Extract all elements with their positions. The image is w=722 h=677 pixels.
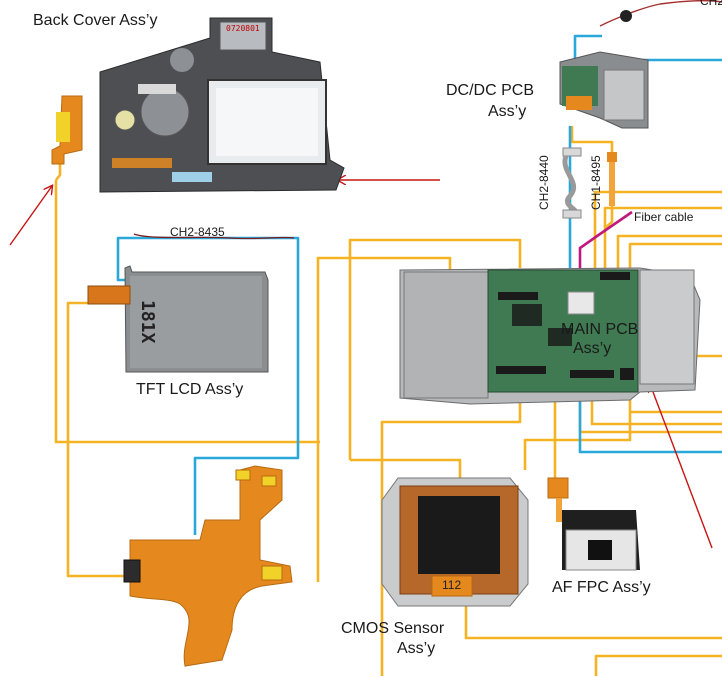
cover-tag: 0720801 — [226, 24, 260, 33]
ch2-8440-cable — [562, 147, 582, 219]
main-pcb-label-line1: MAIN PCB — [561, 321, 639, 338]
gold-wire — [54, 180, 320, 444]
tft-lcd-label: TFT LCD Ass’y — [136, 381, 244, 398]
arrow-left — [9, 186, 52, 246]
tft-lcd-photo — [87, 233, 295, 373]
red-arrows — [9, 180, 713, 549]
cmos-label-line2: Ass’y — [397, 640, 436, 657]
arrow-main — [650, 384, 713, 549]
gold-wire — [628, 242, 722, 272]
gold-wire — [594, 654, 722, 676]
gold-wire — [616, 234, 722, 272]
cut-top-label: CH2 — [700, 0, 722, 8]
gold-wire — [603, 206, 722, 272]
main-pcb-photo — [399, 267, 701, 405]
lcd-marking: 181X — [137, 300, 158, 344]
ch2-8435-label: CH2-8435 — [170, 225, 225, 239]
gold-wire — [348, 238, 522, 460]
cmos-sensor-photo — [381, 477, 529, 607]
flex-cable-photo — [123, 465, 293, 667]
gold-wire — [66, 301, 130, 578]
gold-wire — [523, 380, 632, 470]
gold-wire — [570, 126, 614, 154]
ch2-8440-label: CH2-8440 — [537, 155, 551, 210]
ch1-8495-cable — [607, 152, 617, 206]
cmos-label-line1: CMOS Sensor — [341, 620, 445, 637]
fiber-cable-label: Fiber cable — [634, 210, 694, 224]
dcdc-label-line2: Ass’y — [488, 103, 527, 120]
gold-wire — [54, 162, 62, 181]
dcdc-pcb-photo — [559, 0, 722, 129]
cmos-marking: 112 — [442, 578, 462, 592]
af-fpc-photo — [547, 477, 640, 571]
gold-wire — [593, 190, 722, 272]
back-cover-label: Back Cover Ass’y — [33, 12, 158, 29]
af-fpc-label: AF FPC Ass’y — [552, 579, 651, 596]
dcdc-label-line1: DC/DC PCB — [446, 82, 535, 99]
back-cover-photo — [51, 17, 345, 193]
main-pcb-label-line2: Ass’y — [573, 340, 612, 357]
gold-wire — [604, 206, 614, 229]
blue-wire — [578, 380, 722, 454]
blue-wire — [116, 236, 300, 535]
ch1-8495-label: CH1-8495 — [589, 155, 603, 210]
gold-wire — [464, 600, 722, 640]
